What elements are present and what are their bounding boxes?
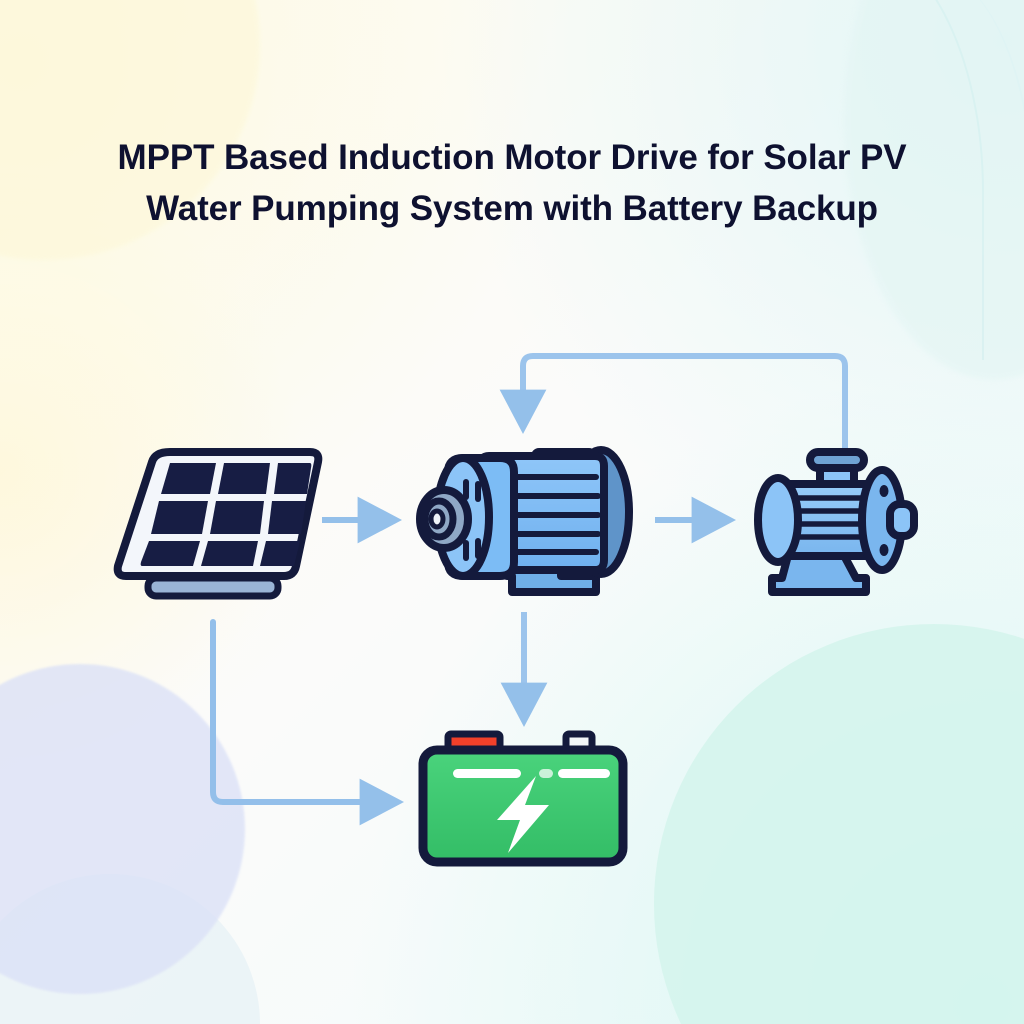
battery-lightning-bolt-icon <box>497 776 549 853</box>
pump-outlet-cap <box>886 500 918 540</box>
pump-bolt-hole-bottom <box>879 544 889 556</box>
connector-group <box>210 353 848 826</box>
battery-label-bar-right <box>558 769 610 778</box>
motor-vent-slots <box>463 479 481 561</box>
connector-pump-to-motor-feedback <box>499 353 848 473</box>
connector-panel-to-battery <box>210 619 404 826</box>
page-title: MPPT Based Induction Motor Drive for Sol… <box>0 133 1024 235</box>
solar-panel-icon[interactable] <box>113 448 323 600</box>
pump-rear-cap <box>754 474 802 566</box>
battery-label-bar-left <box>453 769 521 778</box>
motor-shaft-center <box>428 508 446 530</box>
page-title-line-1: MPPT Based Induction Motor Drive for Sol… <box>117 138 907 177</box>
pump-inlet-cap <box>806 448 868 472</box>
induction-motor-icon[interactable] <box>416 446 633 596</box>
battery-label-bar-mid <box>539 769 553 778</box>
battery-icon[interactable] <box>418 730 628 867</box>
solar-panel-cells <box>140 463 312 566</box>
pump-bolt-hole-top <box>879 485 889 497</box>
water-pump-icon[interactable] <box>754 448 918 596</box>
solar-panel-stand-foot <box>144 574 282 600</box>
page-title-line-2: Water Pumping System with Battery Backup <box>146 188 878 228</box>
